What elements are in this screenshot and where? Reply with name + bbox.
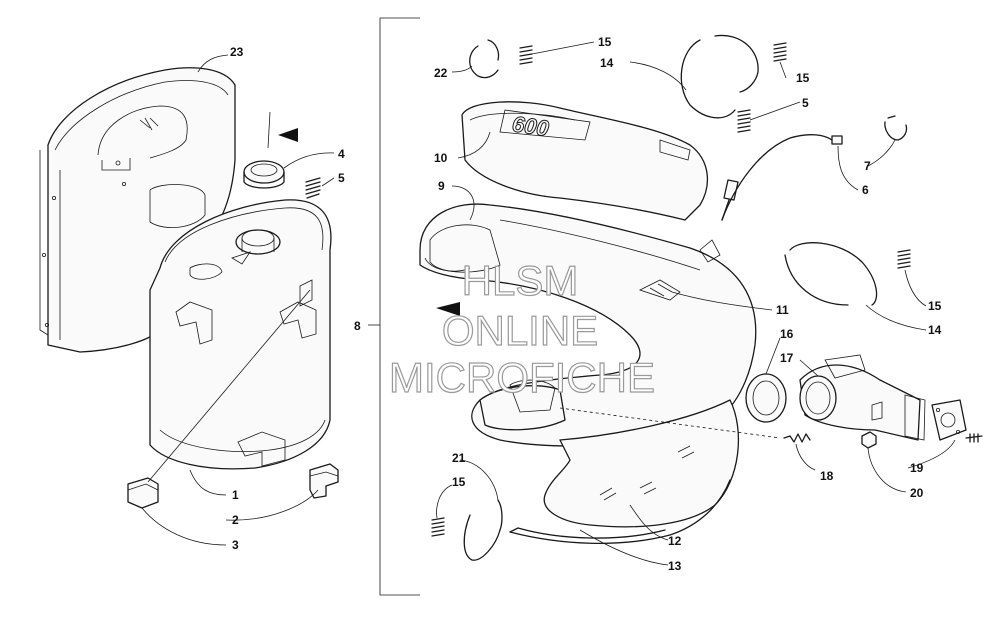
rubber-mount-2 — [309, 463, 339, 499]
nut-20 — [861, 431, 877, 449]
clamp-14-bottom — [784, 242, 878, 306]
heat-shield-13 — [509, 479, 731, 545]
direction-arrow-top — [278, 128, 298, 142]
seal-16 — [745, 373, 787, 423]
callout-8: 8 — [354, 319, 361, 333]
clamp-22 — [469, 39, 500, 79]
clamp-14-top — [680, 34, 759, 119]
leader-lines — [141, 41, 956, 566]
callout-9: 9 — [438, 179, 445, 193]
callout-18: 18 — [820, 469, 834, 483]
spring-15-b — [773, 42, 787, 62]
callout-15-a: 15 — [598, 35, 612, 49]
callout-15-c: 15 — [928, 299, 942, 313]
callout-5-right: 5 — [802, 96, 809, 110]
callout-15-b: 15 — [796, 71, 810, 85]
callout-3: 3 — [232, 538, 239, 552]
sensor-6 — [721, 134, 843, 221]
grommet-4 — [243, 160, 285, 189]
callout-12: 12 — [668, 534, 682, 548]
spring-15-d — [431, 517, 445, 537]
expansion-chamber-cover-10 — [461, 101, 709, 221]
callout-10: 10 — [434, 151, 448, 165]
rubber-mount-3 — [127, 477, 159, 509]
callout-16: 16 — [780, 327, 794, 341]
clamp-21 — [463, 499, 503, 561]
callout-7: 7 — [864, 159, 871, 173]
manifold-17 — [799, 354, 926, 441]
watermark: HLSM ONLINE MICROFICHE — [388, 256, 655, 401]
heat-shield-12 — [543, 399, 740, 528]
direction-arrow-chamber — [436, 302, 460, 316]
callout-17: 17 — [780, 351, 794, 365]
callout-14-top: 14 — [600, 56, 614, 70]
spring-5-right — [737, 109, 751, 133]
callout-19: 19 — [910, 461, 924, 475]
callout-4: 4 — [338, 147, 345, 161]
callout-1: 1 — [232, 488, 239, 502]
watermark-line-1: HLSM — [462, 257, 579, 304]
callout-6: 6 — [862, 183, 869, 197]
callout-20: 20 — [910, 486, 924, 500]
callout-21: 21 — [452, 451, 466, 465]
callout-13: 13 — [668, 559, 682, 573]
spring-15-a — [519, 45, 533, 65]
spring-15-c — [897, 249, 911, 269]
callout-14-bottom: 14 — [928, 323, 942, 337]
muffler-1 — [149, 199, 332, 470]
callout-5-left: 5 — [338, 171, 345, 185]
group-bracket-8 — [379, 17, 420, 596]
callout-11: 11 — [776, 303, 789, 317]
callout-22: 22 — [434, 66, 448, 80]
callout-numbers: 23 4 5 1 2 3 8 22 15 14 15 10 5 7 6 9 11… — [230, 35, 942, 573]
watermark-line-2: ONLINE — [442, 307, 598, 354]
bolt-19 — [965, 433, 983, 443]
spring-5-left — [305, 177, 321, 199]
clip-7 — [884, 115, 908, 141]
callout-2: 2 — [232, 513, 239, 527]
spring-18 — [783, 433, 811, 443]
gasket-19 — [931, 399, 967, 441]
cover-embossed-text: 600 — [511, 111, 552, 141]
watermark-line-3: MICROFICHE — [389, 354, 655, 401]
callout-23: 23 — [230, 45, 244, 59]
callout-15-d: 15 — [452, 475, 466, 489]
expansion-chamber-9 — [419, 203, 757, 447]
